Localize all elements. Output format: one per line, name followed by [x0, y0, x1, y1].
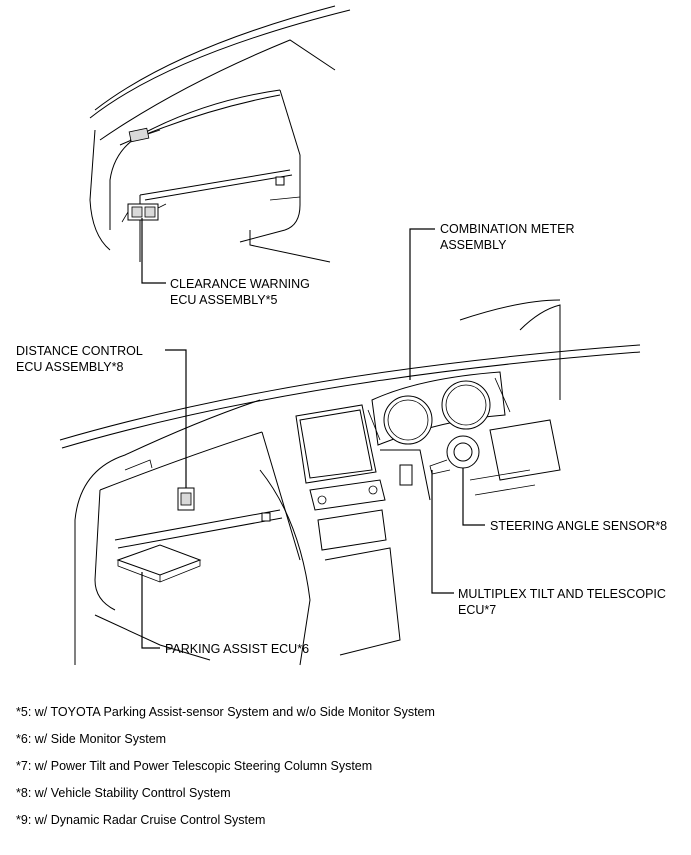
label-distance-control-2: ECU ASSEMBLY*8 [16, 360, 124, 374]
label-combination-meter-2: ASSEMBLY [440, 238, 507, 252]
instrument-panel-illustration [59, 299, 641, 666]
leader-steering-angle [462, 468, 485, 526]
footnote-8: *8: w/ Vehicle Stability Conttrol System [16, 786, 231, 800]
label-combination-meter-1: COMBINATION METER [440, 222, 575, 236]
distance-control-ecu [177, 487, 195, 511]
leader-multiplex-tilt [431, 470, 454, 594]
steering-angle-sensor [429, 435, 480, 475]
label-clearance-warning-1: CLEARANCE WARNING [170, 277, 310, 291]
combination-meter [367, 371, 511, 446]
footnote-6: *6: w/ Side Monitor System [16, 732, 167, 746]
glovebox-illustration [89, 5, 351, 263]
leader-clearance-warning [141, 218, 166, 284]
footnote-5: *5: w/ TOYOTA Parking Assist-sensor Syst… [16, 705, 435, 719]
footnote-9: *9: w/ Dynamic Radar Cruise Control Syst… [16, 813, 266, 827]
label-multiplex-tilt-1: MULTIPLEX TILT AND TELESCOPIC [458, 587, 666, 601]
label-steering-angle: STEERING ANGLE SENSOR*8 [490, 519, 667, 533]
footnote-7: *7: w/ Power Tilt and Power Telescopic S… [16, 759, 373, 773]
label-parking-assist: PARKING ASSIST ECU*6 [165, 642, 309, 656]
leader-combination-meter [409, 228, 435, 380]
clearance-warning-ecu [121, 203, 167, 223]
label-multiplex-tilt-2: ECU*7 [458, 603, 496, 617]
label-distance-control-1: DISTANCE CONTROL [16, 344, 143, 358]
leader-parking-assist [141, 572, 160, 649]
leader-distance-control [165, 349, 187, 488]
parking-assist-ecu [116, 544, 202, 583]
label-clearance-warning-2: ECU ASSEMBLY*5 [170, 293, 278, 307]
